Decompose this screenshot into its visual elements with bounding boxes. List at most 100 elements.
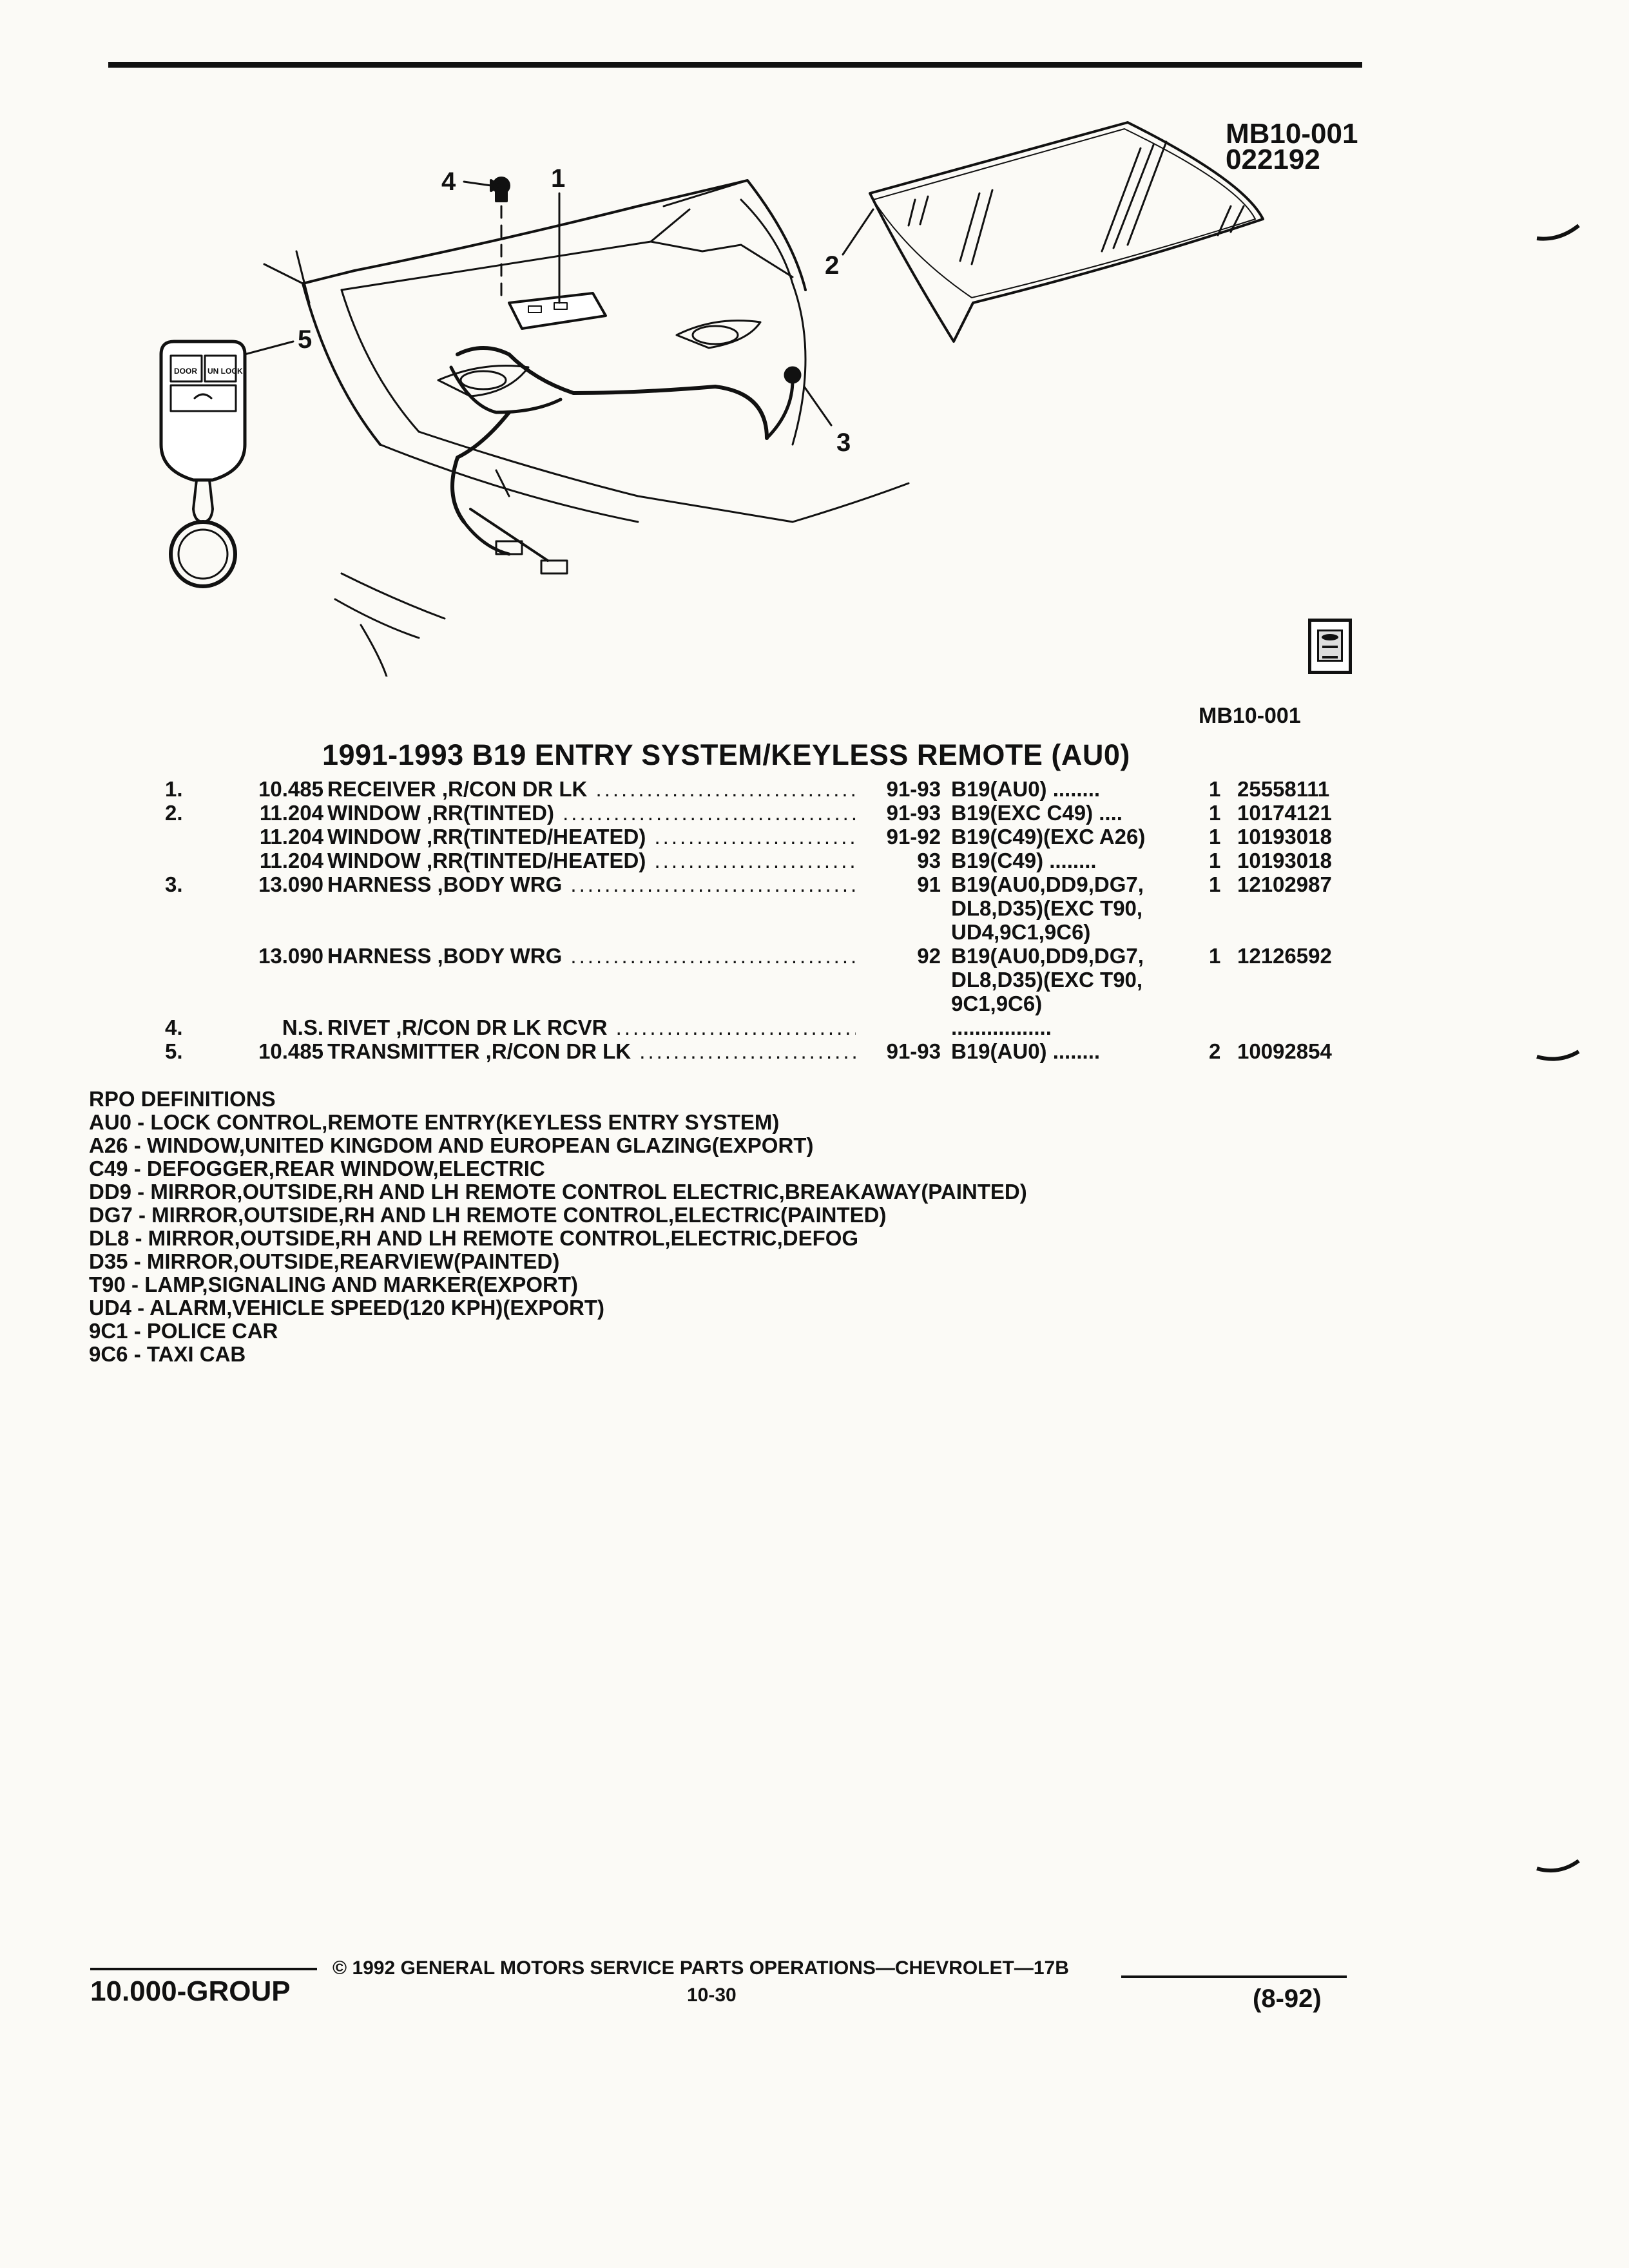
application-text: 9C1,9C6) [951,992,1043,1015]
application-text: B19(AU0,DD9,DG7, [951,944,1144,968]
quantity: 1 [1209,849,1221,872]
application: B19(C49)(EXC A26) [951,825,1183,849]
dot-leader: ........................................… [615,1015,856,1039]
quantity: 2 [1209,1039,1221,1063]
rpo-definition: C49 - DEFOGGER,REAR WINDOW,ELECTRIC [89,1157,545,1180]
fob-button-unlock: UN LOCK [207,367,243,376]
callout-4: 4 [441,168,456,196]
part-number: 10092854 [1237,1039,1332,1063]
dot-leader: ........................................… [654,849,856,872]
application-text: DL8,D35)(EXC T90, [951,968,1143,992]
item-number: 3. [165,872,183,896]
model-years: 91-92 [886,825,941,849]
footer-page-number: 10-30 [687,1984,737,2006]
model-years: 91-93 [886,1039,941,1063]
dot-leader: ........................................… [563,801,856,825]
margin-tick [1536,1050,1580,1061]
application: B19(C49) ........ [951,849,1183,872]
part-description-text: RIVET ,R/CON DR LK RCVR [327,1015,608,1039]
part-number: 12102987 [1237,872,1332,896]
trunk-illustration [263,179,910,677]
part-description-text: RECEIVER ,R/CON DR LK [327,777,588,801]
application-text: B19(EXC C49) .... [951,801,1123,825]
model-years: 92 [917,944,941,968]
item-number: 4. [165,1015,183,1039]
dot-leader: ........................................… [595,777,856,801]
part-number: 10193018 [1237,825,1332,849]
footer-group: 10.000-GROUP [90,1975,291,2007]
footer-date: (8-92) [1253,1984,1322,2013]
quantity: 1 [1209,944,1221,968]
quantity: 1 [1209,825,1221,849]
quantity: 1 [1209,777,1221,801]
application: DL8,D35)(EXC T90, [951,896,1183,920]
rpo-definition: T90 - LAMP,SIGNALING AND MARKER(EXPORT) [89,1273,579,1296]
group-number: 11.204 [259,801,323,825]
application-text: ................. [951,1015,1052,1039]
part-description: WINDOW ,RR(TINTED/HEATED) ..............… [327,825,856,849]
application-text: B19(AU0,DD9,DG7, [951,872,1144,896]
callout-1: 1 [551,164,565,193]
rpo-definition: 9C1 - POLICE CAR [89,1319,278,1343]
dot-leader: ........................................… [654,825,856,849]
rpo-definition: DD9 - MIRROR,OUTSIDE,RH AND LH REMOTE CO… [89,1180,1027,1204]
dot-leader: ........................................… [570,944,856,968]
application-text: B19(AU0) ........ [951,1039,1101,1063]
figure-code: MB10-001 [1226,118,1358,149]
part-description: HARNESS ,BODY WRG ......................… [327,944,856,968]
group-number: 10.485 [258,1039,323,1063]
part-description-text: WINDOW ,RR(TINTED/HEATED) [327,825,646,849]
application: DL8,D35)(EXC T90, [951,968,1183,992]
rpo-definition: 9C6 - TAXI CAB [89,1342,246,1366]
quantity: 1 [1209,872,1221,896]
rpo-definition: A26 - WINDOW,UNITED KINGDOM AND EUROPEAN… [89,1133,814,1157]
rpo-heading: RPO DEFINITIONS [89,1087,276,1111]
part-description: WINDOW ,RR(TINTED) .....................… [327,801,856,825]
part-description: RIVET ,R/CON DR LK RCVR ................… [327,1015,856,1039]
margin-tick [1536,1859,1580,1873]
dot-leader: ........................................… [639,1039,856,1063]
application: ................. [951,1015,1183,1039]
application: B19(EXC C49) .... [951,801,1183,825]
part-number: 10193018 [1237,849,1332,872]
group-number: 10.485 [258,777,323,801]
rpo-definition: DL8 - MIRROR,OUTSIDE,RH AND LH REMOTE CO… [89,1226,859,1250]
model-years: 91-93 [886,801,941,825]
key-fob-illustration [159,340,294,588]
callout-3: 3 [836,428,851,457]
part-description: RECEIVER ,R/CON DR LK ..................… [327,777,856,801]
application: B19(AU0,DD9,DG7, [951,872,1183,896]
application-text: UD4,9C1,9C6) [951,920,1091,944]
rpo-definition: UD4 - ALARM,VEHICLE SPEED(120 KPH)(EXPOR… [89,1296,605,1320]
application-text: B19(C49)(EXC A26) [951,825,1146,849]
application-text: DL8,D35)(EXC T90, [951,896,1143,920]
part-description-text: WINDOW ,RR(TINTED/HEATED) [327,849,646,872]
application: B19(AU0) ........ [951,1039,1183,1063]
part-description-text: WINDOW ,RR(TINTED) [327,801,554,825]
part-description: HARNESS ,BODY WRG ......................… [327,872,856,896]
dot-leader: ........................................… [570,872,856,896]
rpo-definitions: RPO DEFINITIONS AU0 - LOCK CONTROL,REMOT… [89,1088,1027,1366]
application-text: B19(AU0) ........ [951,777,1101,801]
model-years: 91-93 [886,777,941,801]
model-years: 91 [917,872,941,896]
top-rule [108,62,1362,68]
section-title: 1991-1993 B19 ENTRY SYSTEM/KEYLESS REMOT… [322,738,1130,771]
margin-tick [1536,224,1580,241]
item-number: 1. [165,777,183,801]
part-description: TRANSMITTER ,R/CON DR LK ...............… [327,1039,856,1063]
footer-rule-left [90,1968,317,1970]
figure-code-small: MB10-001 [1199,704,1301,728]
group-number: N.S. [282,1015,323,1039]
group-number: 13.090 [258,944,323,968]
group-number: 11.204 [259,849,323,872]
application: B19(AU0,DD9,DG7, [951,944,1183,968]
part-description: WINDOW ,RR(TINTED/HEATED) ..............… [327,849,856,872]
part-number: 12126592 [1237,944,1332,968]
rivet-illustration [463,177,510,304]
application: B19(AU0) ........ [951,777,1183,801]
rpo-definition: AU0 - LOCK CONTROL,REMOTE ENTRY(KEYLESS … [89,1110,780,1134]
callout-5: 5 [298,325,312,354]
section-icon [1308,619,1352,674]
item-number: 2. [165,801,183,825]
